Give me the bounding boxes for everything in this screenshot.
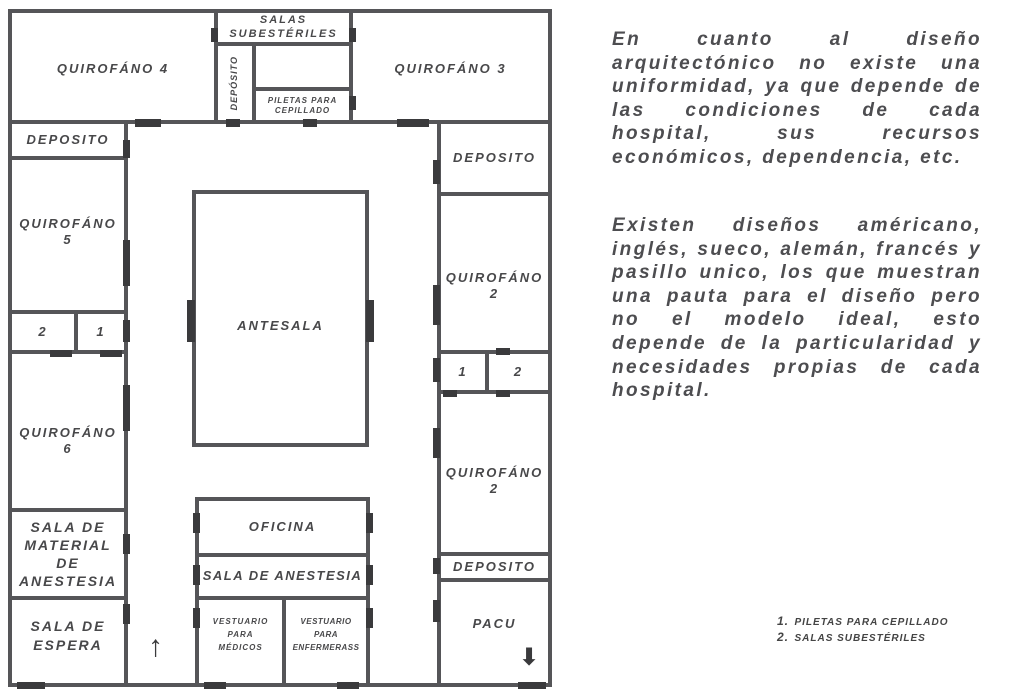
legend-number: 1.	[777, 614, 790, 628]
room-deposito-right-top: DEPOSITO	[453, 149, 536, 165]
room-right-small-2: 2	[513, 363, 524, 379]
room-deposito-left: DEPOSITO	[26, 131, 110, 147]
room-deposito-right-bottom: DEPOSITO	[453, 558, 536, 574]
room-deposito-vertical: DEPÓSITO	[229, 55, 240, 111]
room-quirofano-3: QUIROFÁNO 3	[394, 60, 507, 76]
legend-number: 2.	[777, 630, 790, 644]
legend-item-1: 1. PILETAS PARA CEPILLADO	[777, 612, 949, 630]
paragraph-design-1: En cuanto al diseño arquitectónico no ex…	[612, 29, 982, 168]
floor-plan	[8, 9, 552, 689]
arrow-up-icon: ↑	[148, 630, 163, 663]
room-oficina: OFICINA	[248, 518, 317, 534]
legend-item-2: 2. SALAS SUBESTÉRILES	[777, 628, 926, 646]
arrow-down-icon: ⬇	[519, 644, 540, 671]
room-right-small-1: 1	[458, 363, 468, 379]
legend-text: SALAS SUBESTÉRILES	[794, 633, 926, 644]
room-sala-anestesia: SALA DE ANESTESIA	[202, 568, 363, 584]
room-quirofano-4: QUIROFÁNO 4	[56, 60, 170, 76]
paragraph-design-2: Existen diseños américano, inglés, sueco…	[612, 215, 982, 402]
legend-text: PILETAS PARA CEPILLADO	[794, 617, 949, 628]
room-left-small-1: 1	[96, 323, 106, 339]
room-pacu: PACU	[472, 615, 517, 631]
room-left-small-2: 2	[38, 323, 48, 339]
room-antesala: ANTESALA	[237, 317, 324, 333]
